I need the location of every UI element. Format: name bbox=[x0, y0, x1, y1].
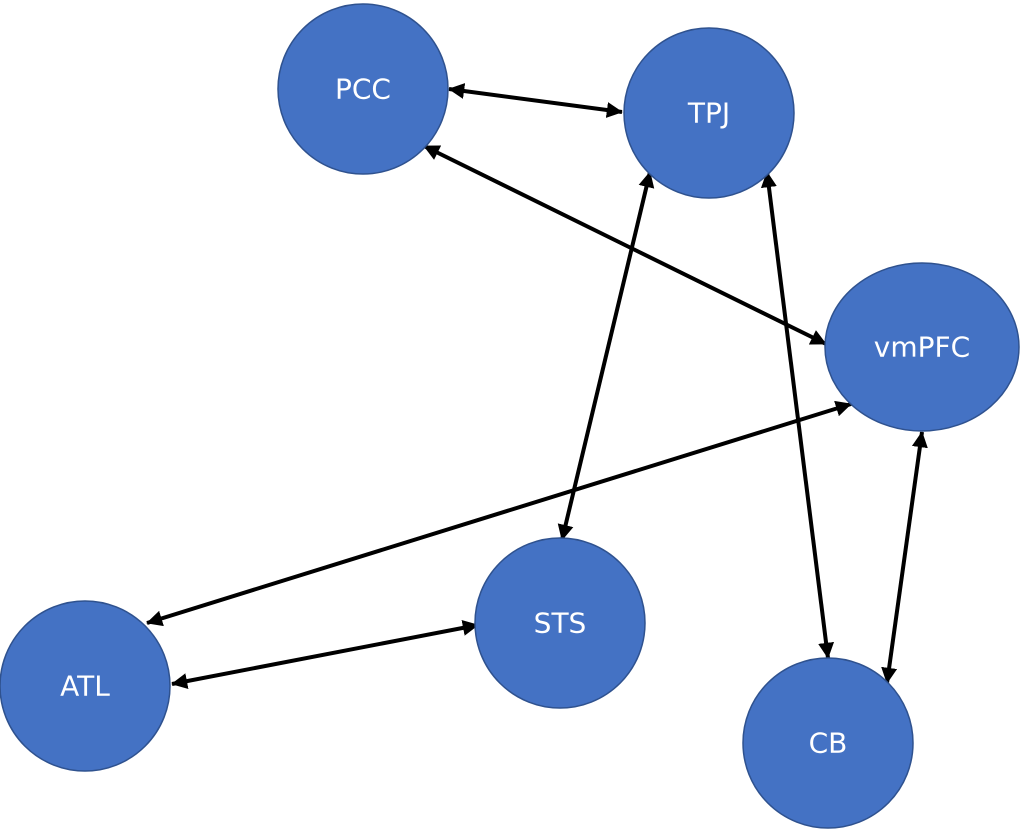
node-label: PCC bbox=[335, 73, 391, 106]
node-sts: STS bbox=[474, 537, 646, 709]
node-circle bbox=[742, 657, 914, 829]
edges-layer bbox=[146, 83, 928, 689]
node-tpj: TPJ bbox=[623, 27, 795, 199]
edge-atl-sts bbox=[171, 620, 479, 689]
node-label: STS bbox=[534, 607, 587, 640]
nodes-layer: PCC TPJ vmPFC STS ATL CB bbox=[0, 3, 1020, 829]
node-cb: CB bbox=[742, 657, 914, 829]
edge-tpj-sts bbox=[557, 171, 655, 541]
edge-pcc-tpj bbox=[448, 83, 623, 118]
edge-vmpfc-cb bbox=[881, 431, 928, 684]
node-label: ATL bbox=[60, 670, 110, 703]
node-circle bbox=[824, 262, 1020, 432]
node-atl: ATL bbox=[0, 600, 171, 772]
node-circle bbox=[0, 600, 171, 772]
node-pcc: PCC bbox=[277, 3, 449, 175]
node-label: CB bbox=[809, 727, 848, 760]
node-vmpfc: vmPFC bbox=[824, 262, 1020, 432]
node-circle bbox=[277, 3, 449, 175]
node-circle bbox=[623, 27, 795, 199]
node-label: vmPFC bbox=[874, 331, 970, 364]
node-label: TPJ bbox=[687, 97, 730, 130]
node-circle bbox=[474, 537, 646, 709]
edge-vmpfc-atl bbox=[146, 400, 852, 627]
